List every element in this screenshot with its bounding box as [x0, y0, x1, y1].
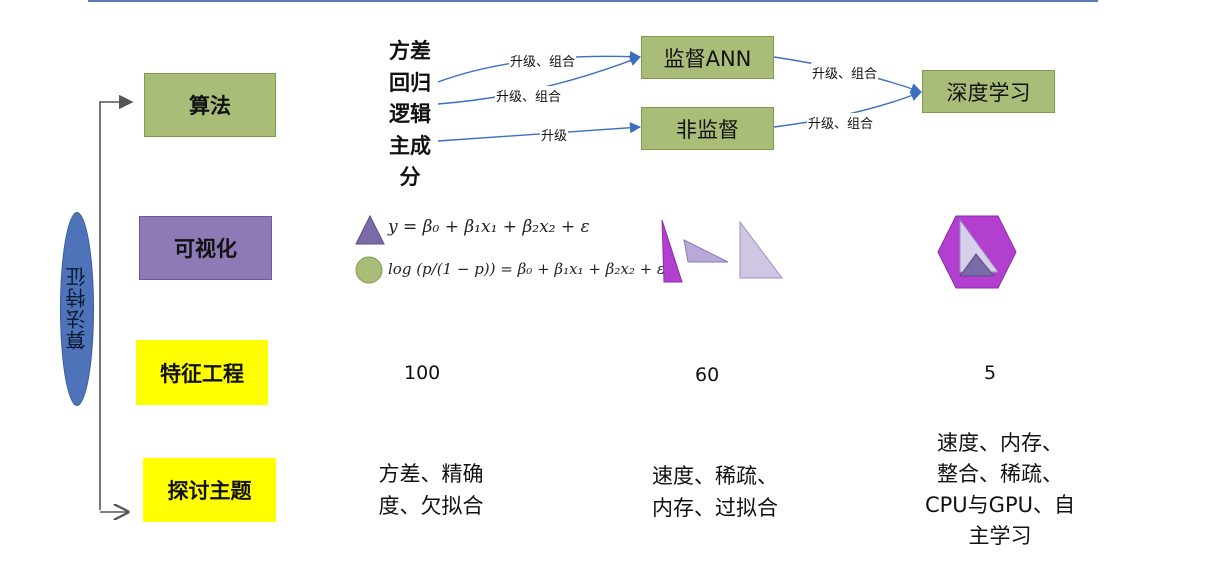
- arrow-unsupervised-to-deep: [773, 90, 923, 128]
- row-label-algorithm: 算法: [144, 73, 276, 137]
- formula-logistic: log (p/(1 − p)) = β₀ + β₁x₁ + β₂x₂ + ε: [388, 260, 665, 278]
- topic-col2: 速度、稀疏、 内存、过拟合: [640, 460, 790, 524]
- thin-triangle-icon: [661, 219, 683, 283]
- topic-line: 速度、稀疏、: [652, 464, 778, 488]
- topic-col1: 方差、精确 度、欠拟合: [366, 458, 496, 522]
- side-label: 算法特征: [60, 212, 92, 404]
- edge-label-upgrade: 升级: [540, 125, 569, 144]
- side-label-text: 算法特征: [64, 266, 89, 350]
- feature-count-2: 60: [695, 364, 720, 386]
- topic-line: 主学习: [968, 524, 1032, 548]
- node-supervised-ann: 监督ANN: [641, 36, 774, 79]
- topic-line: 速度、内存、: [937, 431, 1063, 455]
- edge-label-upgrade-combine: 升级、组合: [509, 51, 577, 70]
- topic-line: 内存、过拟合: [652, 496, 778, 520]
- hexagon-icon: [937, 215, 1017, 289]
- algo-input-logistic: 逻辑: [389, 102, 431, 126]
- side-bracket-line: [99, 94, 134, 510]
- top-rule: [88, 0, 1098, 2]
- algo-input-stack: 方差 回归 逻辑 主成 分: [385, 36, 435, 194]
- topic-col3: 速度、内存、 整合、稀疏、 CPU与GPU、自 主学习: [915, 428, 1085, 552]
- edge-label-upgrade-combine: 升级、组合: [807, 113, 875, 132]
- formula-linear: y = β₀ + β₁x₁ + β₂x₂ + ε: [388, 217, 590, 237]
- triangle-icon: [355, 214, 385, 245]
- topic-line: 度、欠拟合: [378, 494, 484, 518]
- right-triangle-icon: [739, 220, 783, 279]
- topic-line: 整合、稀疏、: [937, 462, 1063, 486]
- row-label-feature-engineering: 特征工程: [136, 340, 268, 405]
- row-label-visualization: 可视化: [139, 216, 272, 280]
- algo-input-pca-1: 主成: [389, 133, 431, 158]
- feature-count-3: 5: [984, 362, 997, 384]
- row-label-topics: 探讨主题: [143, 458, 276, 522]
- edge-label-upgrade-combine: 升级、组合: [811, 63, 879, 82]
- node-deep-learning: 深度学习: [922, 70, 1055, 113]
- topic-line: 方差、精确: [378, 462, 484, 486]
- arrow-pca-to-unsupervised: [437, 122, 642, 142]
- feature-count-1: 100: [404, 362, 441, 384]
- algo-input-variance: 方差: [389, 39, 431, 63]
- node-unsupervised: 非监督: [641, 107, 774, 150]
- algo-input-pca-2: 分: [399, 165, 421, 189]
- algo-input-regression: 回归: [389, 70, 431, 95]
- topic-line: CPU与GPU、自: [924, 493, 1075, 517]
- flat-triangle-icon: [683, 239, 729, 263]
- edge-label-upgrade-combine: 升级、组合: [495, 86, 563, 105]
- side-ellipse: [60, 212, 94, 406]
- shape-group-middle: [661, 219, 783, 283]
- circle-icon: [355, 256, 383, 284]
